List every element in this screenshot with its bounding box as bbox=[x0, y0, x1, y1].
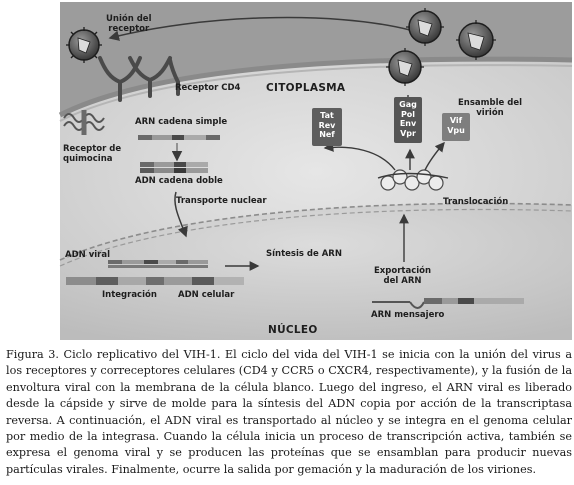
nuclear-membrane-inner bbox=[59, 208, 573, 267]
protein-arrow-1 bbox=[323, 142, 396, 171]
mrna-strand bbox=[372, 298, 524, 309]
virion-budding-3 bbox=[388, 50, 422, 84]
label-nucleo: NÚCLEO bbox=[268, 324, 318, 336]
label-adn-viral: ADN viral bbox=[65, 250, 111, 260]
label-sintesis: Síntesis de ARN bbox=[266, 249, 342, 259]
label-adn-doble: ADN cadena doble bbox=[135, 176, 223, 186]
label-receptor-union: Unión del receptor bbox=[106, 14, 152, 34]
nucleus-area bbox=[60, 203, 572, 340]
protein-arrow-3 bbox=[424, 141, 445, 171]
nuclear-transport-arrow bbox=[174, 191, 188, 238]
cycle-return-arrow bbox=[108, 16, 411, 41]
diagram-artwork bbox=[58, 2, 573, 340]
label-translocacion: Translocación bbox=[443, 197, 509, 207]
virion-binding bbox=[66, 27, 102, 63]
cellular-dna-integrated bbox=[66, 277, 244, 285]
figure-caption: Figura 3. Ciclo replicativo del VIH-1. E… bbox=[6, 348, 572, 476]
mrna-translated bbox=[377, 172, 449, 179]
cd4-receptors bbox=[98, 56, 180, 102]
virion-budding-2 bbox=[458, 22, 494, 58]
virion-budding-1 bbox=[408, 10, 442, 44]
label-citoplasma: CITOPLASMA bbox=[266, 82, 346, 94]
label-exportacion: Exportación del ARN bbox=[374, 266, 432, 286]
chemokine-receptor bbox=[63, 110, 105, 135]
label-arn-mensajero: ARN mensajero bbox=[371, 310, 445, 320]
nuclear-membrane bbox=[59, 202, 573, 261]
hiv-cycle-figure: Unión del receptor Receptor CD4 CITOPLAS… bbox=[58, 2, 573, 340]
virion-spikes bbox=[386, 8, 496, 86]
viral-dna bbox=[108, 260, 208, 268]
label-integracion: Integración bbox=[102, 290, 157, 300]
rna-single-strand bbox=[138, 135, 220, 140]
label-ensamble: Ensamble del virión bbox=[458, 98, 522, 118]
label-adn-celular: ADN celular bbox=[178, 290, 235, 300]
label-arn-simple: ARN cadena simple bbox=[135, 117, 228, 127]
label-receptor-quimocina: Receptor de quimocina bbox=[63, 144, 122, 164]
cell-membrane-inner bbox=[59, 64, 573, 122]
label-transporte: Transporte nuclear bbox=[176, 196, 267, 206]
label-receptor-cd4: Receptor CD4 bbox=[175, 83, 241, 93]
dna-double-strand bbox=[140, 162, 208, 173]
